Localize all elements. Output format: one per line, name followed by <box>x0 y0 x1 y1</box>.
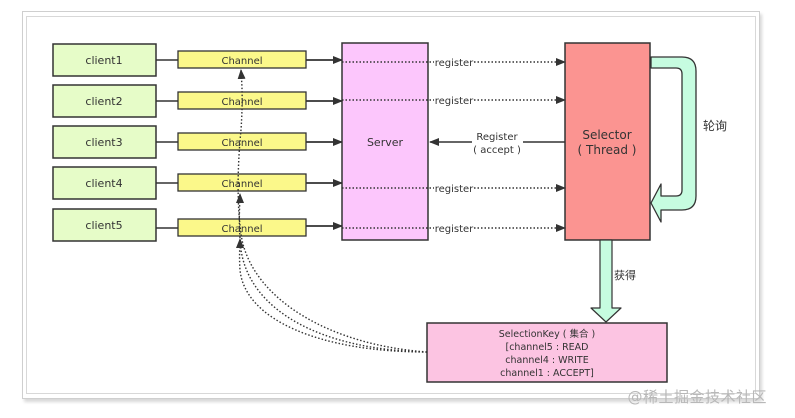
accept-arrow: Register ( accept ) <box>429 132 565 156</box>
channel-box-3: Channel <box>177 132 307 151</box>
curve-to-channel5 <box>235 238 428 353</box>
client-channel-connectors <box>156 59 178 229</box>
selection-key-entry: channel1 : ACCEPT] <box>500 368 594 379</box>
channel-label: Channel <box>221 56 262 67</box>
channel-server-arrows <box>306 56 343 230</box>
polling-label: 轮询 <box>703 119 727 133</box>
selection-key-title: SelectionKey ( 集合 ) <box>499 328 595 340</box>
selection-key-entry: [channel5 : READ <box>506 342 589 353</box>
client-box-2: client2 <box>52 84 157 118</box>
client-box-3: client3 <box>52 125 157 159</box>
diagram-inner-border <box>26 16 756 394</box>
obtain-arrow: 获得 <box>590 239 636 323</box>
channel-box-4: Channel <box>177 173 307 192</box>
client-label: client5 <box>85 219 122 232</box>
channel-box-1: Channel <box>177 50 307 69</box>
watermark: @稀土掘金技术社区 <box>627 388 767 406</box>
curve-to-channel1 <box>237 69 428 353</box>
channel-label: Channel <box>221 224 262 235</box>
client-label: client2 <box>85 95 122 108</box>
obtain-label: 获得 <box>614 269 636 282</box>
client-label: client3 <box>85 136 122 149</box>
register-labels: register register register register <box>435 58 474 235</box>
client-box-4: client4 <box>52 166 157 200</box>
curve-to-channel4 <box>235 193 428 353</box>
accept-label-register: Register <box>476 132 518 143</box>
accept-label-accept: ( accept ) <box>473 145 521 156</box>
channel-label: Channel <box>221 138 262 149</box>
channel-box-5: Channel <box>177 218 307 237</box>
client-box-1: client1 <box>52 43 157 77</box>
selection-key-box: SelectionKey ( 集合 ) [channel5 : READ cha… <box>426 322 668 383</box>
polling-loop-arrow: 轮询 <box>650 56 727 223</box>
client-label: client1 <box>85 54 122 67</box>
register-label: register <box>435 58 474 69</box>
register-label: register <box>435 96 474 107</box>
channels: Channel Channel Channel Channel Channel <box>177 50 307 237</box>
register-label: register <box>435 184 474 195</box>
channel-label: Channel <box>221 179 262 190</box>
client-box-5: client5 <box>52 208 157 242</box>
selection-key-channel-curves <box>235 69 428 353</box>
server-box: Server <box>341 42 429 241</box>
server-label: Server <box>367 136 404 149</box>
clients: client1 client2 client3 client4 client5 <box>52 43 157 242</box>
selection-key-entry: channel4 : WRITE <box>505 355 588 366</box>
register-label: register <box>435 224 474 235</box>
register-arrows <box>342 58 566 232</box>
selector-box: Selector ( Thread ) <box>564 42 651 241</box>
selector-label: Selector <box>582 128 631 142</box>
client-label: client4 <box>85 177 122 190</box>
selector-thread-label: ( Thread ) <box>578 143 637 157</box>
